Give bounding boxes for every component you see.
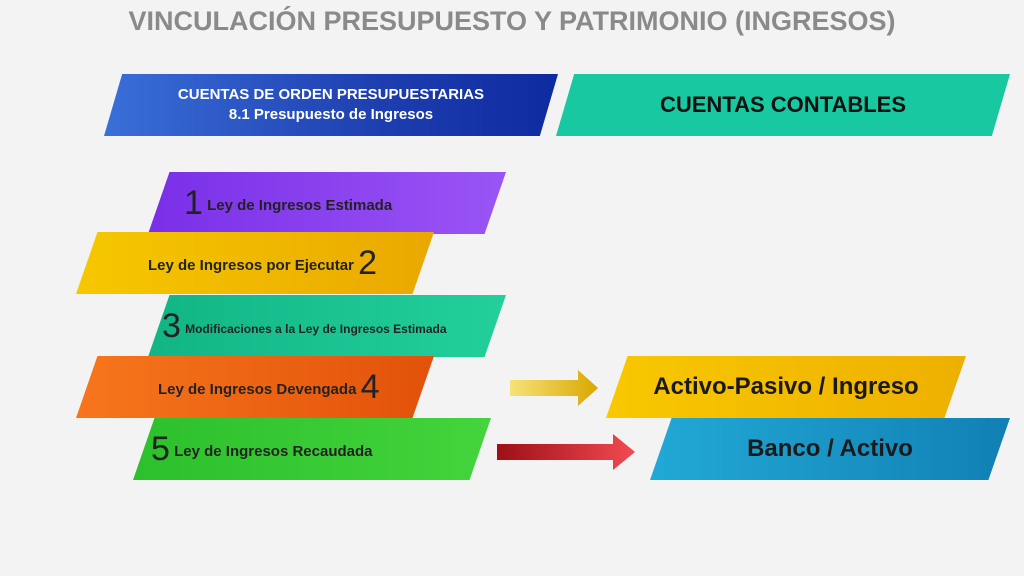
budget-accounts-title: CUENTAS DE ORDEN PRESUPUESTARIAS	[177, 86, 485, 103]
step-1-label: Ley de Ingresos Estimada	[207, 196, 393, 214]
result-2-label: Banco / Activo	[747, 435, 913, 462]
step-3-number: 3	[162, 306, 181, 345]
accounting-accounts-header: CUENTAS CONTABLES	[556, 74, 1010, 136]
step-4: Ley de Ingresos Devengada 4	[76, 356, 434, 418]
step-5-label: Ley de Ingresos Recaudada	[174, 442, 373, 460]
step-2-label: Ley de Ingresos por Ejecutar	[148, 256, 354, 274]
step-2-number: 2	[358, 243, 377, 282]
result-banco-activo: Banco / Activo	[650, 418, 1010, 480]
accounting-accounts-title: CUENTAS CONTABLES	[659, 92, 907, 117]
budget-accounts-header: CUENTAS DE ORDEN PRESUPUESTARIAS 8.1 Pre…	[104, 74, 558, 136]
step-2: Ley de Ingresos por Ejecutar 2	[76, 232, 434, 294]
step-1: 1 Ley de Ingresos Estimada	[148, 172, 506, 234]
budget-accounts-subtitle: 8.1 Presupuesto de Ingresos	[228, 106, 434, 123]
step-1-number: 1	[184, 183, 203, 222]
page-title: VINCULACIÓN PRESUPUESTO Y PATRIMONIO (IN…	[128, 6, 896, 36]
step-4-label: Ley de Ingresos Devengada	[158, 380, 357, 398]
yellow-arrow-icon	[510, 370, 598, 406]
step-4-number: 4	[360, 367, 380, 406]
step-5-number: 5	[151, 429, 170, 468]
result-activo-pasivo-ingreso: Activo-Pasivo / Ingreso	[606, 356, 966, 418]
step-3-label: Modificaciones a la Ley de Ingresos Esti…	[185, 321, 447, 336]
step-3: 3 Modificaciones a la Ley de Ingresos Es…	[148, 295, 506, 357]
red-arrow-icon	[497, 434, 635, 470]
step-5: 5 Ley de Ingresos Recaudada	[133, 418, 491, 480]
result-1-label: Activo-Pasivo / Ingreso	[653, 373, 919, 400]
